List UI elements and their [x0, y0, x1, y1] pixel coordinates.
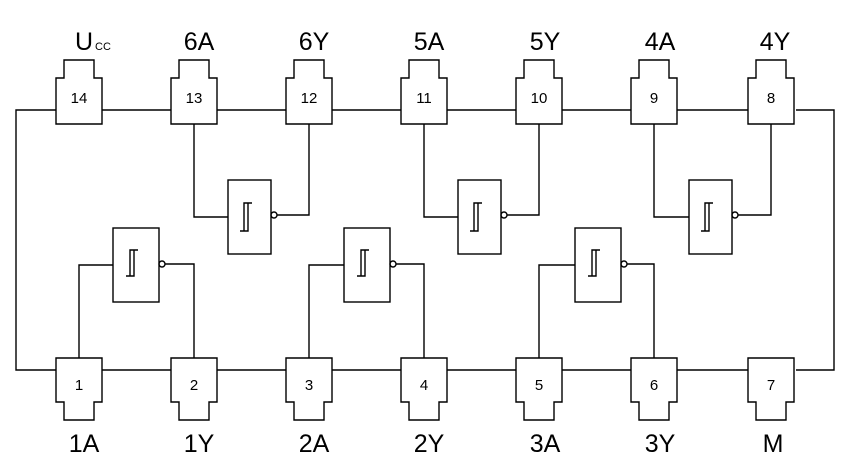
pin-12-label: 6Y: [299, 28, 330, 56]
pin-14-label: U: [75, 28, 93, 56]
pin-8-number: 8: [767, 90, 775, 107]
pin-13: [170, 59, 218, 125]
pin-11: [400, 59, 448, 125]
pin-4-label: 2Y: [414, 430, 445, 458]
pin-5: [515, 357, 563, 421]
pin-2-number: 2: [190, 377, 198, 394]
wire-2a-to-gate-2: [308, 264, 344, 358]
pin-4: [400, 357, 448, 421]
pin-11-number: 11: [416, 90, 432, 107]
rail-right: [796, 109, 835, 371]
wire-gate-2-to-2y: [396, 263, 425, 358]
pin-9-number: 9: [650, 90, 658, 107]
gate-1-inverter-bubble: [158, 260, 166, 268]
wire-gate-3-to-3y: [627, 263, 655, 358]
pin-10-label: 5Y: [530, 28, 561, 56]
gate-1-schmitt-icon: [126, 249, 138, 277]
rail-left: [15, 109, 56, 371]
pin-6: [630, 357, 678, 421]
wire-4a-to-gate-4: [653, 124, 689, 218]
pin-13-number: 13: [186, 90, 203, 107]
pin-7-label: M: [763, 430, 784, 458]
pin-4-number: 4: [420, 377, 428, 394]
pin-7-number: 7: [767, 377, 775, 394]
wire-3a-to-gate-3: [538, 264, 575, 358]
gate-3-schmitt-icon: [588, 249, 600, 277]
wire-6a-to-gate-6: [193, 124, 228, 218]
pin-14: [55, 59, 103, 125]
pin-9: [630, 59, 678, 125]
wire-5a-to-gate-5: [423, 124, 458, 218]
pin-3-number: 3: [305, 377, 313, 394]
wire-gate-1-to-1y: [165, 263, 195, 358]
gate-2-schmitt-icon: [357, 249, 369, 277]
wire-gate-6-to-6y: [277, 124, 310, 216]
gate-1-body: [112, 227, 160, 303]
pin-1-label: 1A: [69, 430, 100, 458]
pin-6-number: 6: [650, 377, 658, 394]
pin-2-label: 1Y: [184, 430, 215, 458]
pin-6-label: 3Y: [645, 430, 676, 458]
pin-1: [55, 357, 103, 421]
pin-3: [285, 357, 333, 421]
pin-14-label-sub: CC: [95, 41, 111, 53]
gate-4-schmitt-icon: [701, 202, 713, 232]
gate-5-schmitt-icon: [470, 202, 482, 232]
pin-13-label: 6A: [184, 28, 215, 56]
pin-11-label: 5A: [414, 28, 445, 56]
pin-14-number: 14: [71, 90, 88, 107]
gate-6-body: [227, 179, 272, 255]
wire-1a-to-gate-1: [78, 264, 113, 358]
gate-2-inverter-bubble: [389, 260, 397, 268]
pin-5-number: 5: [535, 377, 543, 394]
gate-6-schmitt-icon: [240, 202, 252, 232]
pin-7: [747, 357, 795, 421]
pin-10: [515, 59, 563, 125]
pin-10-number: 10: [531, 90, 548, 107]
gate-6-inverter-bubble: [270, 211, 278, 219]
wire-gate-4-to-4y: [738, 124, 772, 216]
gate-3-body: [574, 227, 622, 303]
wire-gate-5-to-5y: [507, 124, 540, 216]
gate-5-inverter-bubble: [500, 211, 508, 219]
gate-4-inverter-bubble: [731, 211, 739, 219]
gate-5-body: [457, 179, 502, 255]
pin-5-label: 3A: [530, 430, 561, 458]
pin-8: [747, 59, 795, 125]
pin-2: [170, 357, 218, 421]
gate-4-body: [688, 179, 733, 255]
pin-9-label: 4A: [645, 28, 676, 56]
gate-3-inverter-bubble: [620, 260, 628, 268]
pin-12-number: 12: [301, 90, 318, 107]
pin-8-label: 4Y: [760, 28, 791, 56]
pin-1-number: 1: [75, 377, 83, 394]
pin-12: [285, 59, 333, 125]
gate-2-body: [343, 227, 391, 303]
pin-3-label: 2A: [299, 430, 330, 458]
